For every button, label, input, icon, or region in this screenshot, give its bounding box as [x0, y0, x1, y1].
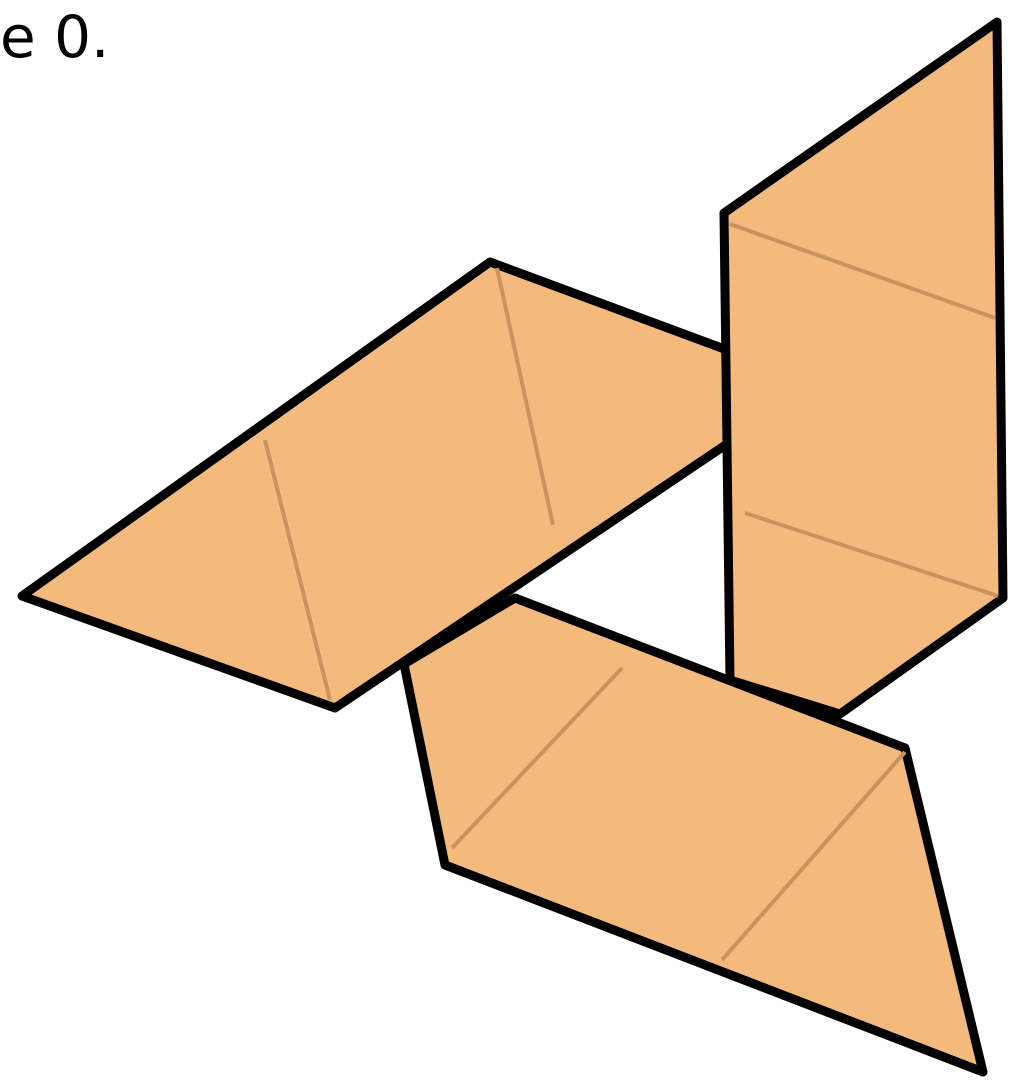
bottom-panel-fold-line-1 [450, 666, 624, 850]
bottom-panel [399, 593, 988, 1077]
caption-text: e 0. [0, 3, 110, 71]
right-panel [719, 17, 1008, 719]
left-panel-fold-line-2 [495, 267, 555, 526]
left-panel-fold-line-1 [263, 439, 332, 701]
bottom-panel-fold-line-2 [720, 750, 907, 962]
right-panel-fold-line-1 [729, 222, 996, 320]
right-panel-fold-line-2 [744, 511, 999, 598]
